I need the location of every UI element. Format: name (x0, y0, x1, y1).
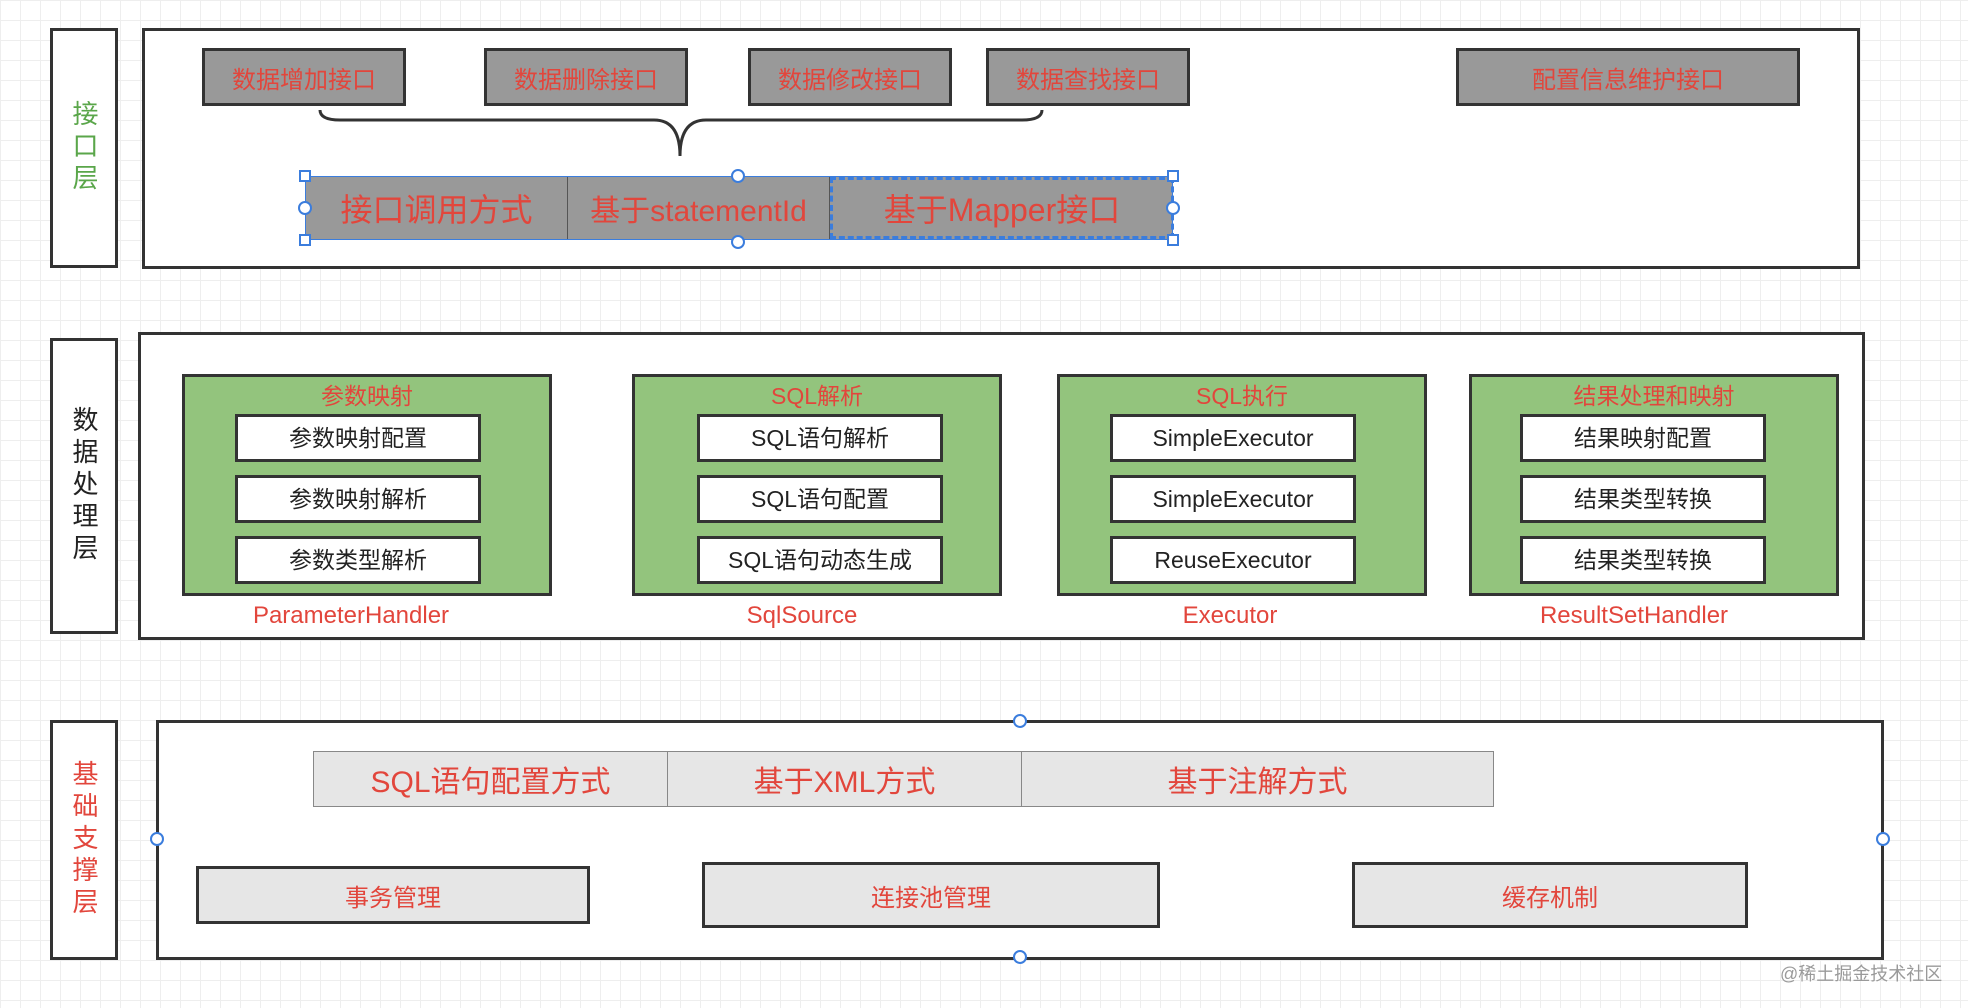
statementid-method[interactable]: 基于statementId (568, 177, 830, 239)
group-caption: ResultSetHandler (1539, 602, 1729, 629)
group-item[interactable]: SimpleExecutor (1110, 414, 1356, 462)
group-item[interactable]: 结果类型转换 (1520, 536, 1766, 584)
group-caption: SqlSource (746, 602, 858, 629)
call-method-label: 接口调用方式 (306, 177, 568, 239)
group-item[interactable]: 结果映射配置 (1520, 414, 1766, 462)
group-item[interactable]: SimpleExecutor (1110, 475, 1356, 523)
layer-label-interface: 接口层 (50, 28, 118, 268)
group-caption: ParameterHandler (252, 602, 450, 629)
sql-config-bar[interactable]: SQL语句配置方式 基于XML方式 基于注解方式 (313, 751, 1494, 807)
layer-label-foundation-text: 基础支撑层 (69, 760, 99, 920)
resize-handle-top[interactable] (1013, 714, 1027, 728)
group-item[interactable]: SQL语句动态生成 (697, 536, 943, 584)
call-method-bar[interactable]: 接口调用方式 基于statementId 基于Mapper接口 (305, 176, 1174, 240)
layer-label-foundation: 基础支撑层 (50, 720, 118, 960)
cache-mechanism-button[interactable]: 缓存机制 (1352, 862, 1748, 928)
group-title: SQL解析 (770, 383, 864, 409)
transaction-management-button[interactable]: 事务管理 (196, 866, 590, 924)
annotation-config-method[interactable]: 基于注解方式 (1167, 766, 1348, 799)
resize-handle-right[interactable] (1166, 201, 1180, 215)
xml-config-method[interactable]: 基于XML方式 (668, 752, 1022, 806)
config-maintenance-interface-button[interactable]: 配置信息维护接口 (1456, 48, 1800, 106)
watermark: @稀土掘金技术社区 (1780, 964, 1943, 984)
group-item[interactable]: SQL语句配置 (697, 475, 943, 523)
result-handling-group[interactable]: 结果处理和映射 结果映射配置 结果类型转换 结果类型转换 (1469, 374, 1839, 596)
delete-data-interface-button[interactable]: 数据删除接口 (484, 48, 688, 106)
connection-pool-management-button[interactable]: 连接池管理 (702, 862, 1160, 928)
add-data-interface-button[interactable]: 数据增加接口 (202, 48, 406, 106)
mapper-interface-method[interactable]: 基于Mapper接口 (830, 177, 1174, 239)
group-item[interactable]: 参数映射解析 (235, 475, 481, 523)
update-data-interface-button[interactable]: 数据修改接口 (748, 48, 952, 106)
query-data-interface-button[interactable]: 数据查找接口 (986, 48, 1190, 106)
group-item[interactable]: 参数映射配置 (235, 414, 481, 462)
layer-label-processing-text: 数据处理层 (69, 406, 99, 566)
resize-handle-top[interactable] (731, 169, 745, 183)
sql-execution-group[interactable]: SQL执行 SimpleExecutor SimpleExecutor Reus… (1057, 374, 1427, 596)
curly-brace-icon (318, 109, 1044, 157)
resize-handle-bottom-right[interactable] (1167, 234, 1179, 246)
resize-handle-top-right[interactable] (1167, 170, 1179, 182)
group-title: 参数映射 (321, 383, 413, 409)
sql-parsing-group[interactable]: SQL解析 SQL语句解析 SQL语句配置 SQL语句动态生成 (632, 374, 1002, 596)
group-title: 结果处理和映射 (1573, 383, 1735, 409)
parameter-mapping-group[interactable]: 参数映射 参数映射配置 参数映射解析 参数类型解析 (182, 374, 552, 596)
group-item[interactable]: 参数类型解析 (235, 536, 481, 584)
layer-label-interface-text: 接口层 (69, 100, 99, 196)
group-title: SQL执行 (1195, 383, 1289, 409)
resize-handle-right[interactable] (1876, 832, 1890, 846)
group-item[interactable]: 结果类型转换 (1520, 475, 1766, 523)
resize-handle-bottom[interactable] (731, 235, 745, 249)
sql-config-label: SQL语句配置方式 (314, 752, 668, 806)
group-caption: Executor (1182, 602, 1278, 629)
group-item[interactable]: SQL语句解析 (697, 414, 943, 462)
resize-handle-left[interactable] (150, 832, 164, 846)
resize-handle-bottom[interactable] (1013, 950, 1027, 964)
layer-label-processing: 数据处理层 (50, 338, 118, 634)
group-item[interactable]: ReuseExecutor (1110, 536, 1356, 584)
resize-handle-left[interactable] (298, 201, 312, 215)
resize-handle-top-left[interactable] (299, 170, 311, 182)
resize-handle-bottom-left[interactable] (299, 234, 311, 246)
